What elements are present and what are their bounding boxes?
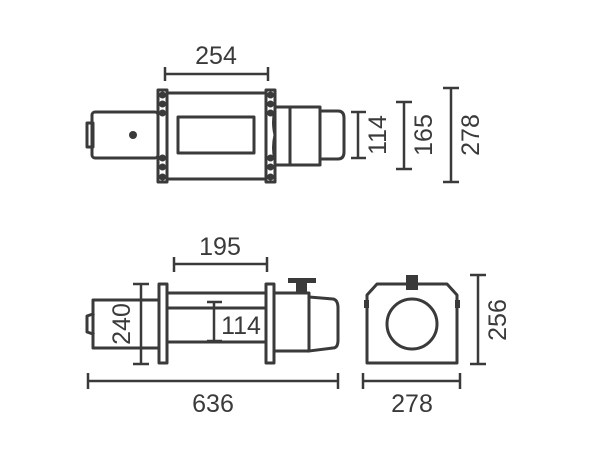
dimension-256: 256 [470,273,512,366]
dimension-636: 636 [86,373,340,418]
top-view: 254 114 165 278 [85,42,485,184]
dimension-278-end: 278 [361,373,462,418]
dimension-240: 240 [108,282,149,366]
dimension-278-top: 278 [443,86,485,184]
side-view: 195 240 114 636 [85,233,340,418]
end-right-tab [455,300,460,308]
dimension-label-165: 165 [410,114,438,156]
dimension-165: 165 [396,100,438,171]
dimension-195: 195 [172,233,269,272]
dimension-label-114-top: 114 [364,115,392,155]
end-view: 256 278 [361,273,512,418]
dimension-114-side: 114 [207,300,261,343]
end-housing [365,282,459,365]
gearbox-body-side [272,278,340,353]
dimension-label-114-side: 114 [221,312,261,340]
tie-bar [165,291,268,310]
left-end-plate-side [157,282,169,365]
end-left-tab [364,300,369,308]
gearbox-body [273,105,346,167]
dimension-254: 254 [163,42,270,81]
dimension-label-195: 195 [199,233,241,261]
end-top-bracket [406,275,418,290]
drum-housing [165,91,268,181]
dimension-label-240: 240 [108,303,136,345]
dimension-114-top: 114 [351,110,392,160]
dimension-label-636: 636 [192,390,234,418]
dimension-label-278-top: 278 [457,114,485,156]
dimension-label-278-end: 278 [391,390,433,418]
motor-body [85,110,160,160]
dimension-label-256: 256 [484,299,512,341]
drum-circle [385,297,439,351]
dimension-label-254: 254 [195,42,237,70]
